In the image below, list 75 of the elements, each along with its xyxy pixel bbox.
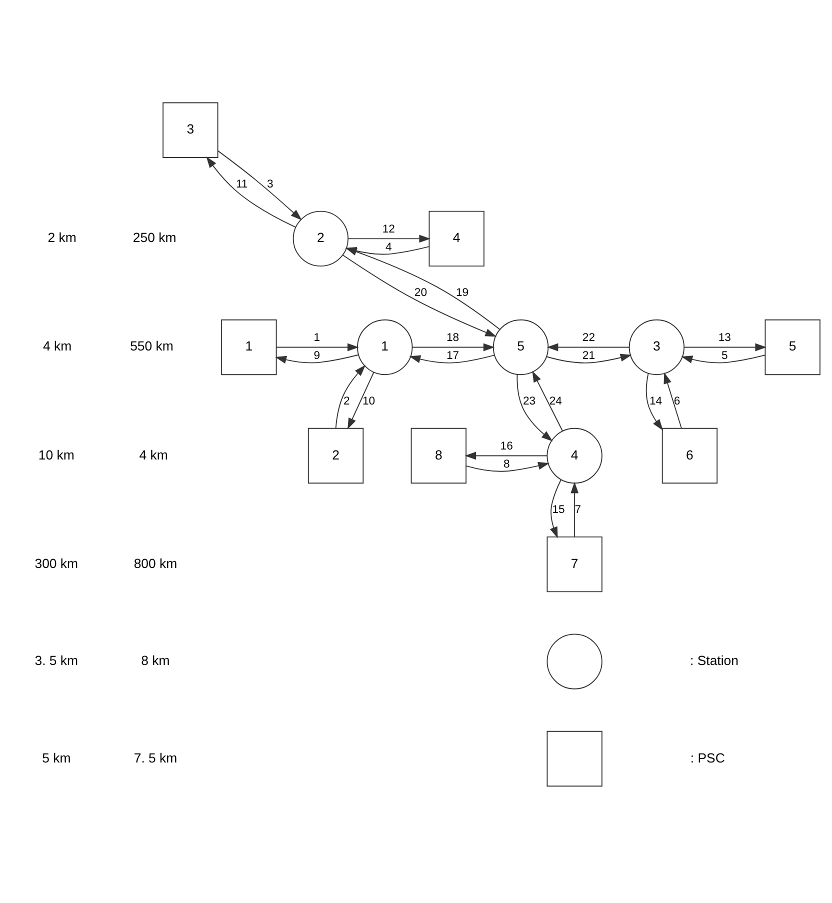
label: 5 km [42,750,71,765]
label: 800 km [134,555,178,570]
edge-label: 24 [549,394,562,407]
arrow [348,234,431,242]
node-box [546,730,602,786]
arrow [409,354,495,363]
node-circle: 5 [492,318,549,375]
arrow [546,353,632,363]
edge-label: 2 [343,394,350,407]
arrow [275,354,359,364]
arrow [464,451,548,460]
label: 8 km [141,652,170,668]
edge-label: 22 [582,332,596,344]
edge-label: 4 [385,241,392,254]
arrow [466,461,550,472]
edge-label: 15 [552,503,565,516]
node-box: 6 [662,427,718,484]
arrow [684,342,767,351]
node-circle: 4 [546,427,602,484]
edge-label: 21 [582,350,596,362]
legend-label: : PSC [690,750,725,765]
arrow [347,371,374,429]
edge-label: 3 [267,178,274,190]
label: 4 km [139,446,168,462]
arrow [206,156,296,228]
edge-label: 16 [500,440,513,452]
edge-label: 23 [522,394,536,407]
node-circle: 1 [357,318,413,375]
label: 4 km [43,338,72,354]
arrow [412,342,495,351]
edge-label: 8 [503,458,510,470]
edge-label: 5 [721,350,728,362]
label: 7. 5 km [134,750,178,765]
node-circle: 2 [292,210,349,266]
arrow [335,364,366,428]
edge-label: 20 [414,286,428,298]
arrow [516,374,553,441]
arrow [681,354,766,363]
edge-label: 14 [649,394,662,407]
node-circle: 3 [628,318,685,375]
edge-label: 13 [718,332,731,344]
label: 300 km [34,555,78,570]
label: 10 km [38,446,74,462]
arrow [546,342,630,351]
edge-label: 1 [314,332,320,344]
arrow [570,481,579,537]
node-circle [546,633,602,689]
node-box: 5 [764,318,820,375]
edge-label: 17 [446,350,460,362]
arrow [646,372,664,430]
arrow [550,478,562,538]
arrow [342,254,497,336]
edge-label: 10 [362,394,376,407]
edge-label: 18 [446,332,460,344]
label: 550 km [130,338,174,354]
node-box: 1 [221,318,277,375]
node-box: 2 [308,427,364,484]
arrow [532,370,563,431]
arrow [664,372,682,428]
node-box: 3 [162,102,218,158]
arrow [217,150,302,220]
node-box: 4 [428,210,484,266]
edge-label: 6 [674,394,680,407]
legend-label: : Station [690,652,738,668]
label: 2 km [48,230,76,245]
arrow [276,342,359,351]
edge-label: 11 [236,178,248,190]
label: 250 km [132,230,176,245]
edge-label: 9 [314,350,320,362]
node-box: 7 [546,536,602,592]
node-box: 8 [410,427,466,484]
edge-label: 19 [456,286,469,298]
edge-label: 7 [574,503,582,516]
edge-label: 12 [382,223,395,236]
label: 3. 5 km [34,652,78,668]
